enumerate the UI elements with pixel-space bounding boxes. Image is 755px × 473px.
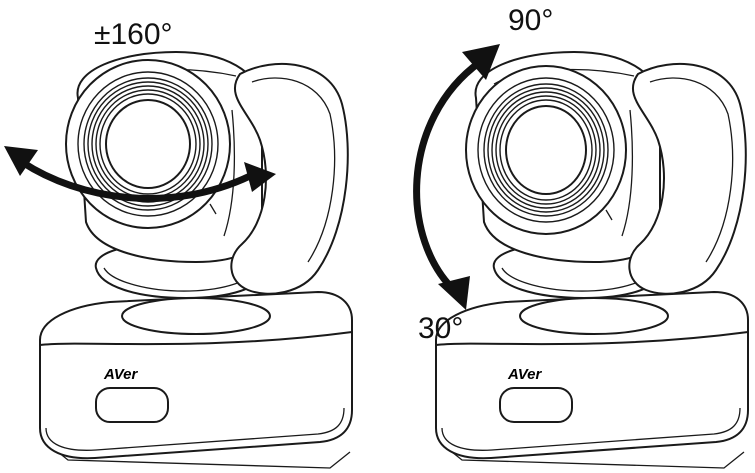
right-camera-logo: AVer	[507, 366, 543, 383]
tilt-up-label: 90°	[508, 4, 553, 37]
tilt-rotation-arrow	[413, 44, 500, 310]
right-camera-arm	[628, 63, 747, 295]
right-camera: AVer	[435, 51, 749, 469]
left-camera-front-window	[95, 387, 169, 423]
tilt-down-label: 30°	[418, 312, 463, 345]
left-camera-lens	[65, 59, 231, 229]
left-camera: AVer	[39, 51, 353, 469]
right-camera-neck	[519, 297, 669, 335]
right-camera-lens	[465, 65, 627, 235]
pan-rotation-arrow	[4, 146, 276, 202]
left-camera-arm	[230, 63, 349, 295]
pan-angle-label: ±160°	[94, 18, 173, 51]
left-camera-logo: AVer	[103, 366, 139, 383]
right-camera-front-window	[499, 387, 573, 423]
left-camera-neck	[121, 297, 271, 335]
